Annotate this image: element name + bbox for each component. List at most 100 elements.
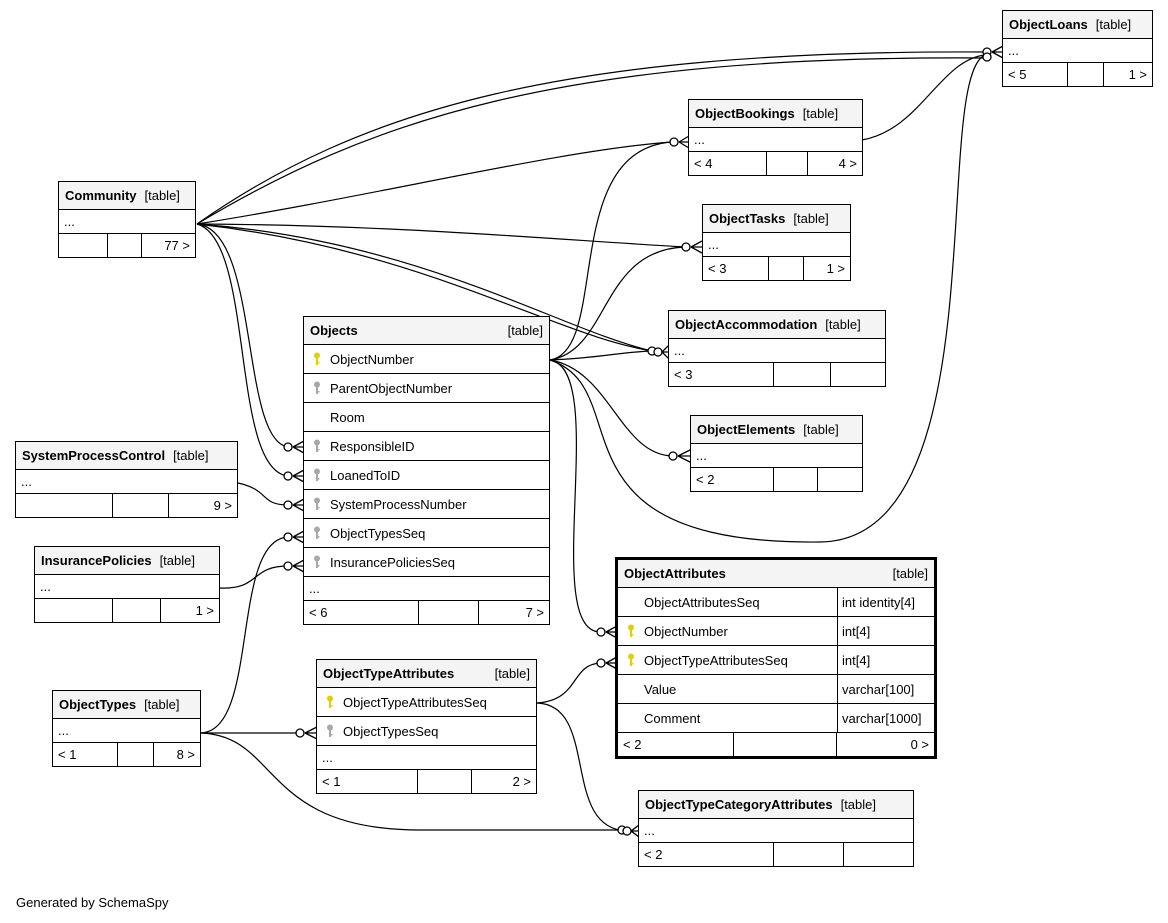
- column-name: ObjectAttributesSeq: [644, 594, 760, 610]
- children-count[interactable]: [831, 363, 885, 386]
- column-row[interactable]: ParentObjectNumber: [304, 374, 549, 403]
- table-footer: < 6 7 >: [304, 601, 549, 624]
- table-footer: < 2: [691, 468, 862, 491]
- table-systemprocesscontrol[interactable]: SystemProcessControl[table] ... 9 >: [15, 441, 238, 518]
- table-type-label: [table]: [825, 317, 861, 332]
- children-count[interactable]: [818, 468, 862, 491]
- edge-community-objectbookings: [196, 141, 673, 225]
- column-type: varchar[100]: [837, 675, 914, 703]
- column-type: int[4]: [837, 617, 870, 645]
- table-name: ObjectBookings: [695, 106, 795, 121]
- columns-ellipsis[interactable]: ...: [304, 577, 549, 601]
- parents-count[interactable]: < 6: [304, 601, 419, 624]
- children-count[interactable]: 4 >: [838, 156, 857, 171]
- parents-count[interactable]: < 4: [689, 152, 767, 175]
- parents-count[interactable]: < 3: [703, 257, 769, 280]
- parents-count[interactable]: < 2: [618, 733, 734, 756]
- column-row[interactable]: ObjectTypeAttributesSeq int[4]: [618, 646, 934, 675]
- table-objectaccommodation[interactable]: ObjectAccommodation[table] ... < 3: [668, 310, 886, 387]
- parents-count[interactable]: < 2: [639, 843, 774, 866]
- edge-objects-objecttasks: [549, 246, 686, 361]
- columns-ellipsis[interactable]: ...: [669, 339, 885, 363]
- table-insurancepolicies[interactable]: InsurancePolicies[table] ... 1 >: [34, 546, 220, 623]
- parents-count[interactable]: < 1: [53, 743, 118, 766]
- children-count[interactable]: 1 >: [1128, 67, 1147, 82]
- children-count[interactable]: 2 >: [512, 774, 531, 789]
- table-footer: < 3 1 >: [703, 257, 850, 280]
- columns-ellipsis[interactable]: ...: [703, 233, 850, 257]
- column-row[interactable]: Room: [304, 403, 549, 432]
- table-name: ObjectTypeAttributes: [323, 666, 455, 681]
- column-row[interactable]: SystemProcessNumber: [304, 490, 549, 519]
- column-row[interactable]: ObjectTypeAttributesSeq: [317, 688, 536, 717]
- column-name: ParentObjectNumber: [330, 380, 453, 396]
- columns-ellipsis[interactable]: ...: [35, 575, 219, 599]
- column-row[interactable]: ObjectTypesSeq: [317, 717, 536, 746]
- columns-ellipsis[interactable]: ...: [317, 746, 536, 770]
- table-objectelements[interactable]: ObjectElements[table] ... < 2: [690, 415, 863, 492]
- column-row[interactable]: InsurancePoliciesSeq: [304, 548, 549, 577]
- parents-count[interactable]: < 2: [691, 468, 774, 491]
- parents-count[interactable]: [35, 599, 113, 622]
- children-count[interactable]: 8 >: [176, 747, 195, 762]
- table-footer: < 2: [639, 843, 913, 866]
- primary-key-icon: [628, 653, 634, 666]
- table-name: Community: [65, 188, 137, 203]
- table-footer: < 1 8 >: [53, 743, 200, 766]
- column-name: ObjectNumber: [330, 351, 414, 367]
- column-row[interactable]: ObjectNumber int[4]: [618, 617, 934, 646]
- parents-count[interactable]: < 3: [669, 363, 774, 386]
- table-footer: < 2 0 >: [618, 733, 934, 756]
- children-count[interactable]: 77 >: [164, 238, 190, 253]
- column-row[interactable]: ObjectAttributesSeq int identity[4]: [618, 588, 934, 617]
- columns-ellipsis[interactable]: ...: [59, 210, 195, 234]
- column-name: ObjectTypesSeq: [330, 525, 426, 541]
- children-count[interactable]: 1 >: [826, 261, 845, 276]
- table-objecttasks[interactable]: ObjectTasks[table] ... < 3 1 >: [702, 204, 851, 281]
- foreign-key-icon: [314, 381, 320, 394]
- columns-ellipsis[interactable]: ...: [16, 470, 237, 494]
- column-row[interactable]: ObjectTypesSeq: [304, 519, 549, 548]
- children-count[interactable]: 9 >: [213, 498, 232, 513]
- columns-ellipsis[interactable]: ...: [689, 128, 862, 152]
- edge-objects-objectbookings: [549, 141, 673, 361]
- table-community[interactable]: Community[table] ... 77 >: [58, 181, 196, 258]
- table-objecttypes[interactable]: ObjectTypes[table] ... < 1 8 >: [52, 690, 201, 767]
- children-count[interactable]: [844, 843, 913, 866]
- children-count[interactable]: 1 >: [195, 603, 214, 618]
- columns-ellipsis[interactable]: ...: [639, 819, 913, 843]
- parents-count[interactable]: < 5: [1003, 63, 1068, 86]
- primary-key-icon: [628, 624, 634, 637]
- table-type-label: [table]: [173, 448, 209, 463]
- children-count[interactable]: 7 >: [525, 605, 544, 620]
- columns-ellipsis[interactable]: ...: [691, 444, 862, 468]
- edge-spc-systemprocessnumber: [237, 482, 289, 506]
- parents-count[interactable]: [16, 494, 113, 517]
- columns-ellipsis[interactable]: ...: [1003, 39, 1152, 63]
- table-objectattributes[interactable]: ObjectAttributes[table] ObjectAttributes…: [615, 557, 937, 759]
- table-objecttypeattributes[interactable]: ObjectTypeAttributes[table] ObjectTypeAt…: [316, 659, 537, 794]
- table-type-label: [table]: [892, 566, 928, 581]
- edge-community-objectloans-1: [196, 51, 986, 225]
- column-type: int[4]: [837, 646, 870, 674]
- table-objectloans[interactable]: ObjectLoans[table] ... < 5 1 >: [1002, 10, 1153, 87]
- foreign-key-icon: [314, 439, 320, 452]
- table-objectbookings[interactable]: ObjectBookings[table] ... < 4 4 >: [688, 99, 863, 176]
- table-name: ObjectLoans: [1009, 17, 1088, 32]
- column-row[interactable]: LoanedToID: [304, 461, 549, 490]
- column-row[interactable]: Value varchar[100]: [618, 675, 934, 704]
- table-type-label: [table]: [840, 797, 876, 812]
- parents-count[interactable]: [59, 234, 108, 257]
- column-row[interactable]: ObjectNumber: [304, 345, 549, 374]
- generated-by-footer: Generated by SchemaSpy: [16, 895, 169, 910]
- table-name: ObjectElements: [697, 422, 796, 437]
- columns-ellipsis[interactable]: ...: [53, 719, 200, 743]
- column-row[interactable]: ResponsibleID: [304, 432, 549, 461]
- parents-count[interactable]: < 1: [317, 770, 418, 793]
- table-objects[interactable]: Objects[table] ObjectNumber ParentObject…: [303, 316, 550, 625]
- children-count[interactable]: 0 >: [910, 737, 929, 752]
- foreign-key-icon: [314, 468, 320, 481]
- column-row[interactable]: Comment varchar[1000]: [618, 704, 934, 733]
- edge-ota-objectattributes: [536, 662, 601, 704]
- table-objecttypecategoryattributes[interactable]: ObjectTypeCategoryAttributes[table] ... …: [638, 790, 914, 867]
